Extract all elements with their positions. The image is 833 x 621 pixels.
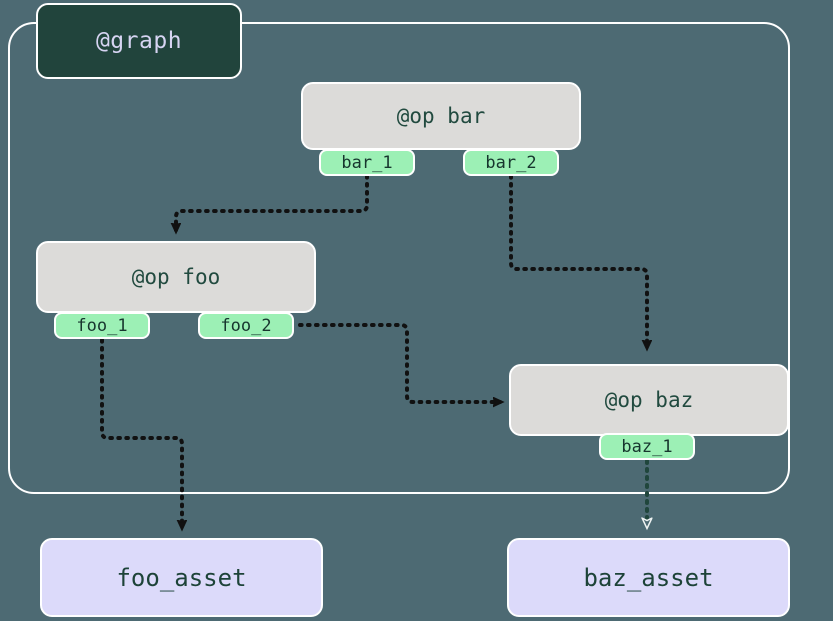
- port-bar-1[interactable]: bar_1: [319, 149, 415, 176]
- port-baz-1[interactable]: baz_1: [599, 433, 695, 460]
- op-node-bar[interactable]: @op bar: [301, 82, 581, 150]
- port-foo-1[interactable]: foo_1: [54, 312, 150, 339]
- port-foo-2[interactable]: foo_2: [198, 312, 294, 339]
- asset-node-foo-asset[interactable]: foo_asset: [40, 538, 323, 617]
- asset-node-baz-asset[interactable]: baz_asset: [507, 538, 790, 617]
- op-node-baz[interactable]: @op baz: [509, 364, 789, 436]
- port-bar-2[interactable]: bar_2: [463, 149, 559, 176]
- op-node-foo[interactable]: @op foo: [36, 241, 316, 313]
- graph-cluster-container: [8, 22, 790, 494]
- cluster-label-graph[interactable]: @graph: [36, 3, 242, 79]
